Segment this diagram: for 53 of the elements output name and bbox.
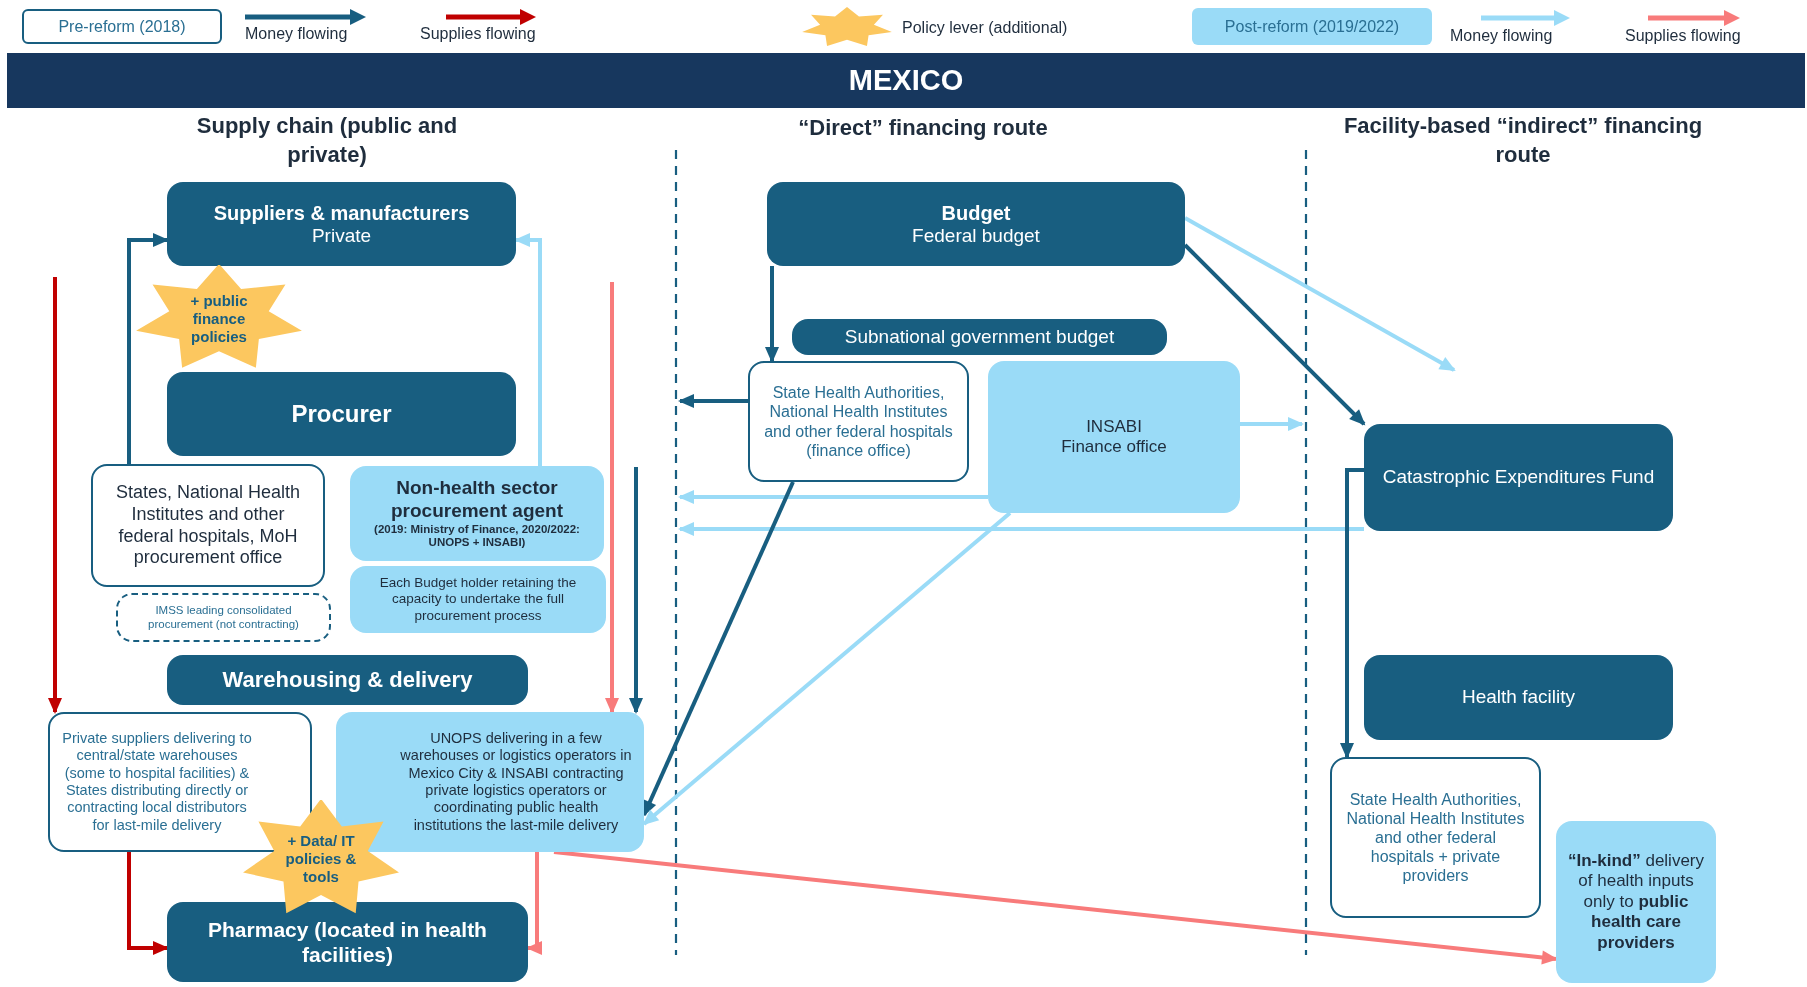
- box-heading: Suppliers & manufacturers: [213, 200, 470, 225]
- box-heading: INSABI: [1086, 416, 1142, 437]
- legend-text: Money flowing: [1450, 27, 1553, 45]
- arrow: [678, 490, 988, 504]
- arrow: [553, 850, 1558, 965]
- box-heading: Non-health sector procurement agent: [389, 476, 565, 523]
- box-text: Health facility: [1462, 686, 1575, 709]
- box-text: Pharmacy (located in health facilities): [207, 916, 488, 968]
- policy-lever-text: + public finance policies: [189, 291, 249, 346]
- policy-lever-text: + Data/ IT policies & tools: [284, 832, 358, 886]
- arrow: [526, 852, 542, 955]
- arrow: [765, 266, 779, 363]
- arrow: [48, 277, 62, 714]
- legend-text: Supplies flowing: [1625, 27, 1741, 45]
- box-text: Subnational government budget: [844, 325, 1115, 349]
- column-heading: Supply chain (public and private): [195, 112, 459, 169]
- arrow: [629, 467, 643, 714]
- box-text: Warehousing & delivery: [222, 666, 473, 694]
- arrow: [127, 852, 169, 955]
- box-text: Procurer: [291, 399, 392, 429]
- column-heading: Facility-based “indirect” financing route: [1342, 112, 1704, 169]
- column-heading: “Direct” financing route: [797, 114, 1049, 142]
- arrow: [642, 481, 795, 817]
- arrow: [605, 282, 619, 714]
- arrow: [1240, 417, 1304, 431]
- arrow: [642, 511, 1012, 826]
- box-heading: Budget: [941, 200, 1011, 225]
- title-banner: MEXICO: [7, 53, 1805, 108]
- box-text: Private suppliers delivering to central/state warehouses (some to hospital facilities) & States distributing directly or contracting local distributors for last-mile delivery: [61, 729, 253, 835]
- legend-text: Policy lever (additional): [902, 19, 1068, 37]
- arrow: [1183, 243, 1366, 426]
- arrow: [127, 233, 169, 464]
- legend-key: Post-reform (2019/2022): [1192, 8, 1432, 45]
- legend-text: Money flowing: [245, 25, 348, 43]
- box-subtext: (2019: Ministry of Finance, 2020/2022: UNOPS + INSABI): [373, 522, 581, 551]
- box-text: Each Budget holder retaining the capacity to undertake the full procurement process: [378, 575, 578, 624]
- box-text: IMSS leading consolidated procurement (not contracting): [147, 603, 300, 632]
- legend-text: Supplies flowing: [420, 25, 536, 43]
- box-subtext: Private: [311, 224, 372, 248]
- box-text: State Health Authorities, National Health Institutes and other federal hospitals (finance office): [763, 383, 954, 460]
- box-subtext: Finance office: [1061, 437, 1167, 458]
- arrow: [678, 522, 1364, 536]
- box-text: State Health Authorities, National Health Institutes and other federal hospitals + private providers: [1345, 789, 1526, 886]
- arrow: [514, 233, 542, 466]
- legend-key: Pre-reform (2018): [22, 9, 222, 44]
- box-text: Catastrophic Expenditures Fund: [1382, 466, 1655, 489]
- arrow: [678, 394, 748, 408]
- arrow: [1184, 216, 1456, 372]
- box-text: States, National Health Institutes and other federal hospitals, MoH procurement office: [114, 482, 302, 569]
- box-text: “In-kind” delivery of health inputs only to public health care providers: [1567, 851, 1705, 953]
- arrow: [1340, 468, 1364, 759]
- box-subtext: Federal budget: [912, 224, 1040, 248]
- box-text: UNOPS delivering in a few warehouses or logistics operators in Mexico City & INSABI contracting private logistics operators or coordinating public health institutions the last-mile delivery: [399, 729, 633, 835]
